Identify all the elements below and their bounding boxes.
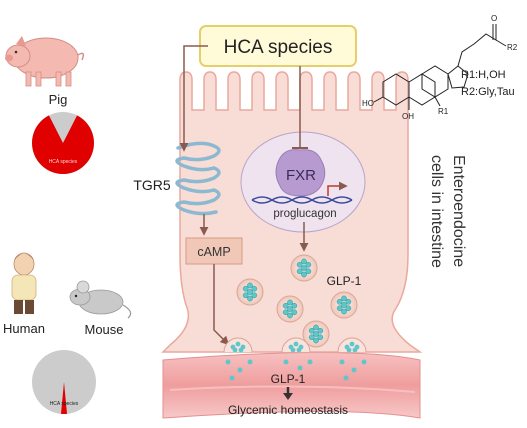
- glp1-vesicle: [290, 254, 318, 282]
- secreted-glp1-dots: [225, 359, 367, 381]
- glp1-granule: [232, 347, 238, 353]
- structure-r2-definition: R2:Gly,Tau: [461, 86, 515, 98]
- tgr5-receptor-icon: [175, 141, 221, 216]
- secreted-glp1-dot: [361, 359, 367, 365]
- glp1-granule: [293, 341, 299, 347]
- structure-r1-sub: R1: [438, 107, 449, 116]
- secreted-glp1-dot: [351, 367, 357, 373]
- fxr-label: FXR: [286, 167, 316, 184]
- proglucagon-label: proglucagon: [273, 208, 336, 220]
- pig-hca-pie: HCA species: [32, 112, 95, 174]
- glp1-granule: [346, 347, 352, 353]
- structure-r2-sub: R2: [507, 43, 518, 52]
- secreted-glp1-dot: [229, 375, 235, 381]
- secreted-glp1-dot: [343, 375, 349, 381]
- glp1-granule: [296, 347, 302, 353]
- glp1-secreted-label: GLP-1: [271, 372, 306, 386]
- human-label: Human: [3, 321, 45, 336]
- mouse-label: Mouse: [84, 322, 123, 337]
- transcription-arrow-icon: [327, 181, 348, 196]
- human-illustration: [11, 252, 37, 314]
- human-pie-label: HCA species: [50, 401, 79, 407]
- pig-illustration: [5, 36, 85, 87]
- camp-to-secretion-arrow: [213, 264, 230, 346]
- structure-o: O: [491, 14, 497, 23]
- glp1-intracellular-label: GLP-1: [327, 274, 362, 288]
- secreted-glp1-dot: [225, 359, 231, 365]
- pig-pie-label: HCA species: [49, 159, 78, 165]
- glp1-vesicles: [236, 254, 358, 348]
- secreted-glp1-dot: [237, 367, 243, 373]
- fxr-receptor: [275, 149, 326, 197]
- glp1-vesicle: [236, 278, 264, 306]
- mouse-illustration: [69, 280, 132, 319]
- glp1-vesicle: [276, 295, 304, 323]
- hca-to-fxr-arrow: [292, 66, 308, 149]
- glp1-granule: [349, 341, 355, 347]
- glp1-granule: [352, 347, 358, 353]
- glp1-granule: [290, 347, 296, 353]
- secreted-glp1-dot: [283, 359, 289, 365]
- glp1-vesicle: [330, 291, 358, 319]
- structure-ho: HO: [362, 99, 374, 108]
- camp-label: cAMP: [197, 245, 230, 259]
- glycemic-homeostasis-label: Glycemic homeostasis: [228, 403, 348, 417]
- tgr5-label: TGR5: [133, 177, 171, 193]
- pig-hca-slice: [32, 115, 95, 174]
- glp1-release-sites: [223, 337, 367, 353]
- secreted-glp1-dot: [247, 359, 253, 365]
- structure-r1-definition: R1:H,OH: [461, 69, 506, 81]
- secreted-glp1-dot: [297, 365, 303, 371]
- hca-to-tgr5-arrow: [179, 45, 208, 152]
- hca-species-box: HCA species: [199, 25, 357, 67]
- human-hca-pie: HCA species: [32, 350, 96, 414]
- cell-type-label-line2: cells in intestine: [428, 155, 445, 268]
- glp1-vesicle: [302, 320, 330, 348]
- cell-type-label-line1: Enteroendocine: [450, 155, 467, 267]
- down-arrow-icon: [283, 387, 293, 400]
- dna-helix: [251, 196, 353, 204]
- structure-oh: OH: [402, 112, 414, 121]
- secreted-glp1-dot: [339, 359, 345, 365]
- hca-species-title: HCA species: [224, 37, 333, 58]
- pig-label: Pig: [49, 92, 68, 107]
- glp1-granule: [235, 341, 241, 347]
- hca-chemical-structure: [373, 24, 507, 110]
- secreted-glp1-dot: [307, 359, 313, 365]
- camp-box: cAMP: [185, 237, 243, 265]
- structure-labels: O R2 HO OH R1: [362, 14, 518, 121]
- human-hca-slice: [60, 382, 68, 414]
- glp1-granule: [238, 347, 244, 353]
- cell-type-label: Enteroendocine cells in intestine: [428, 155, 467, 268]
